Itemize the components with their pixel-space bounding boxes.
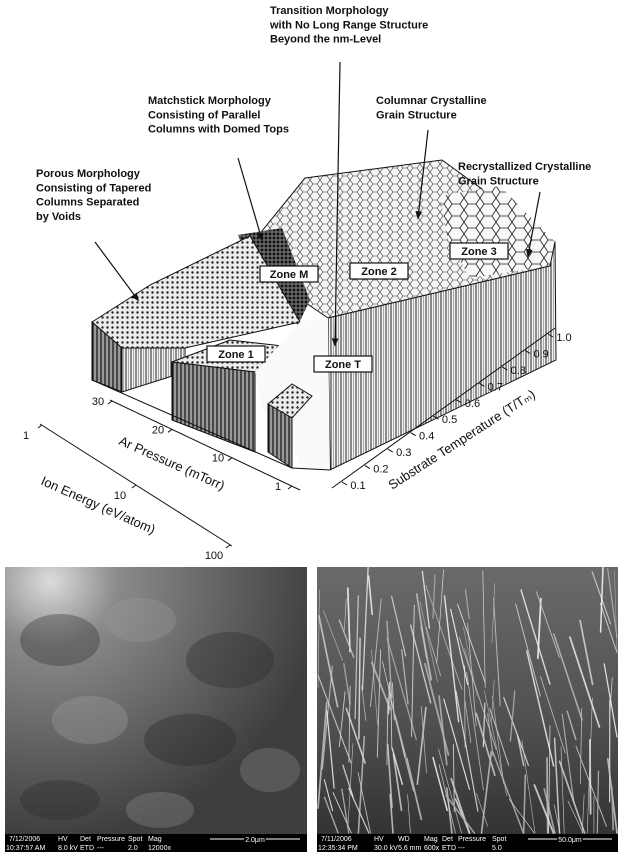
- axis-tick-mark: [411, 433, 416, 436]
- structure-zone-diagram: Transition Morphology with No Long Range …: [23, 5, 591, 562]
- axis-tick-mark: [168, 429, 172, 432]
- axis-tick-mark: [226, 545, 230, 548]
- axis-label-ar-pressure: Ar Pressure (mTorr): [117, 433, 227, 493]
- block-zone-1-wall: [172, 362, 255, 452]
- sem-meta-header: Spot: [128, 836, 142, 843]
- sem-left-date: 7/12/2006: [9, 836, 40, 843]
- sem-right-scale-label: 50.0μm: [558, 837, 582, 844]
- sem-meta-value: 30.0 kV: [374, 845, 398, 852]
- axis-tick-mark: [342, 482, 347, 485]
- sem-micrograph-left: 7/12/2006 10:37:57 AM HV 8.0 kVDetETDPres…: [5, 567, 307, 852]
- axis-tick-mark: [38, 425, 42, 428]
- sem-meta-header: WD: [398, 836, 410, 843]
- axis-tick-label: 0.8: [511, 365, 526, 377]
- annotation-porous: Porous MorphologyConsisting of TaperedCo…: [36, 168, 151, 223]
- annotation-line: Grain Structure: [376, 109, 457, 121]
- axis-tick-label: 0.1: [350, 480, 365, 492]
- sem-meta-value: 12000x: [148, 845, 171, 852]
- sem-meta-header: Pressure: [97, 836, 125, 843]
- axis-tick-label: 1: [275, 481, 281, 493]
- annotation-line: Recrystallized Crystalline: [458, 161, 591, 173]
- zone-t-label: Zone T: [325, 359, 361, 371]
- axis-tick-label: 30: [92, 396, 104, 408]
- axis-tick-label: 10: [212, 453, 224, 465]
- sem-right-time: 12:35:34 PM: [318, 845, 358, 852]
- nanowire-stroke: [590, 740, 591, 814]
- zone-1-label: Zone 1: [218, 349, 253, 361]
- sem-right-date: 7/11/2006: [321, 836, 352, 843]
- axis-tick-label: 1: [23, 430, 29, 442]
- annotation-line: Consisting of Tapered: [36, 182, 151, 194]
- zone-box-t: Zone T: [314, 356, 372, 372]
- annotation-line: Porous Morphology: [36, 168, 141, 180]
- axis-tick-label: 0.3: [396, 447, 411, 459]
- axis-tick-label: 100: [205, 550, 223, 562]
- sem-meta-header: Mag: [424, 836, 438, 843]
- axis-tick-label: 0.2: [373, 464, 388, 476]
- annotation-line: Grain Structure: [458, 175, 539, 187]
- axis-tick-label: 1.0: [556, 332, 571, 344]
- sem-meta-header: Spot: [492, 836, 506, 843]
- annotation-line: Consisting of Parallel: [148, 109, 260, 121]
- sem-meta-header: HV: [58, 836, 68, 843]
- axis-tick-mark: [365, 466, 370, 469]
- axis-tick-mark: [288, 486, 292, 489]
- sem-meta-value: ETD: [80, 845, 94, 852]
- axis-tick-mark: [132, 485, 136, 488]
- sem-meta-value: 8.0 kV: [58, 845, 78, 852]
- sem-meta-value: ETD: [442, 845, 456, 852]
- annotation-columnar: Columnar CrystallineGrain Structure: [376, 95, 487, 121]
- annotation-line: Columnar Crystalline: [376, 95, 487, 107]
- sem-meta-value: 5.6 mm: [398, 845, 422, 852]
- axis-tick-label: 10: [114, 490, 126, 502]
- zone-m-label: Zone M: [270, 269, 309, 281]
- annotation-matchstick: Matchstick MorphologyConsisting of Paral…: [148, 95, 289, 136]
- annotation-line: Columns Separated: [36, 197, 139, 209]
- sem-left-time: 10:37:57 AM: [6, 845, 45, 852]
- axis-tick-label: 0.4: [419, 431, 434, 443]
- zone-3-label: Zone 3: [461, 246, 496, 258]
- annotation-transition: Transition Morphology with No Long Range …: [269, 5, 428, 46]
- sem-meta-value: ---: [97, 845, 105, 852]
- nanowire-stroke: [547, 758, 548, 833]
- zone-box-2: Zone 2: [350, 263, 408, 279]
- arrow-porous: [95, 242, 138, 300]
- axis-tick-label: 0.5: [442, 414, 457, 426]
- sem-meta-header: HV: [374, 836, 384, 843]
- annotation-line: Columns with Domed Tops: [148, 124, 289, 136]
- annotation-line: Matchstick Morphology: [148, 95, 272, 107]
- axis-tick-mark: [228, 458, 232, 461]
- annotation-line: Transition Morphology: [270, 5, 389, 17]
- axis-tick-mark: [108, 401, 112, 404]
- zone-box-1: Zone 1: [207, 346, 265, 362]
- annotation-line: by Voids: [36, 211, 81, 223]
- sem-meta-header: Det: [80, 836, 91, 843]
- sem-micrograph-right: 7/11/2006 12:35:34 PM HV 30.0 kVWD 5.6 mmM…: [317, 567, 618, 852]
- arrow-matchstick: [238, 158, 262, 240]
- sem-meta-header: Pressure: [458, 836, 486, 843]
- annotation-line: with No Long Range Structure: [269, 19, 428, 31]
- sem-meta-value: 2.0: [128, 845, 138, 852]
- axis-tick-mark: [388, 449, 393, 452]
- annotation-line: Beyond the nm-Level: [270, 34, 381, 46]
- zone-2-label: Zone 2: [361, 266, 396, 278]
- axis-tick-label: 0.6: [465, 398, 480, 410]
- sem-meta-header: Mag: [148, 836, 162, 843]
- sem-meta-value: 5.0: [492, 845, 502, 852]
- sem-meta-value: 600x: [424, 845, 440, 852]
- axis-tick-label: 20: [152, 424, 164, 436]
- zone-box-3: Zone 3: [450, 243, 508, 259]
- sem-meta-header: Det: [442, 836, 453, 843]
- axis-tick-label: 0.9: [533, 348, 548, 360]
- axis-label-ion-energy: Ion Energy (eV/atom): [39, 473, 158, 537]
- sem-meta-value: ---: [458, 845, 466, 852]
- zone-box-m: Zone M: [260, 266, 318, 282]
- axis-tick-label: 0.7: [488, 381, 503, 393]
- sem-left-scale-label: 2.0μm: [245, 837, 265, 844]
